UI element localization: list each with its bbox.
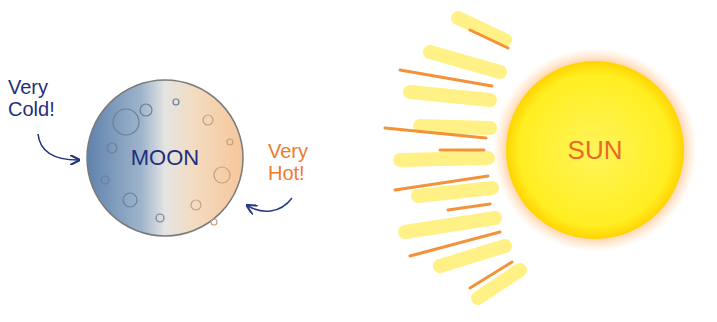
node-title: MOON (131, 145, 199, 171)
moon-figure (87, 80, 243, 236)
leader-arrow (38, 134, 78, 160)
sun-circle: SUN (506, 61, 684, 239)
sun-glow (493, 48, 697, 252)
moon-circle: MOON (87, 80, 243, 236)
cold-label: Very Cold! (8, 76, 80, 120)
hot-label: Very Hot! (268, 140, 340, 184)
leader-arrow (248, 198, 292, 211)
node-title: SUN (568, 135, 623, 166)
sun-disc (506, 61, 684, 239)
